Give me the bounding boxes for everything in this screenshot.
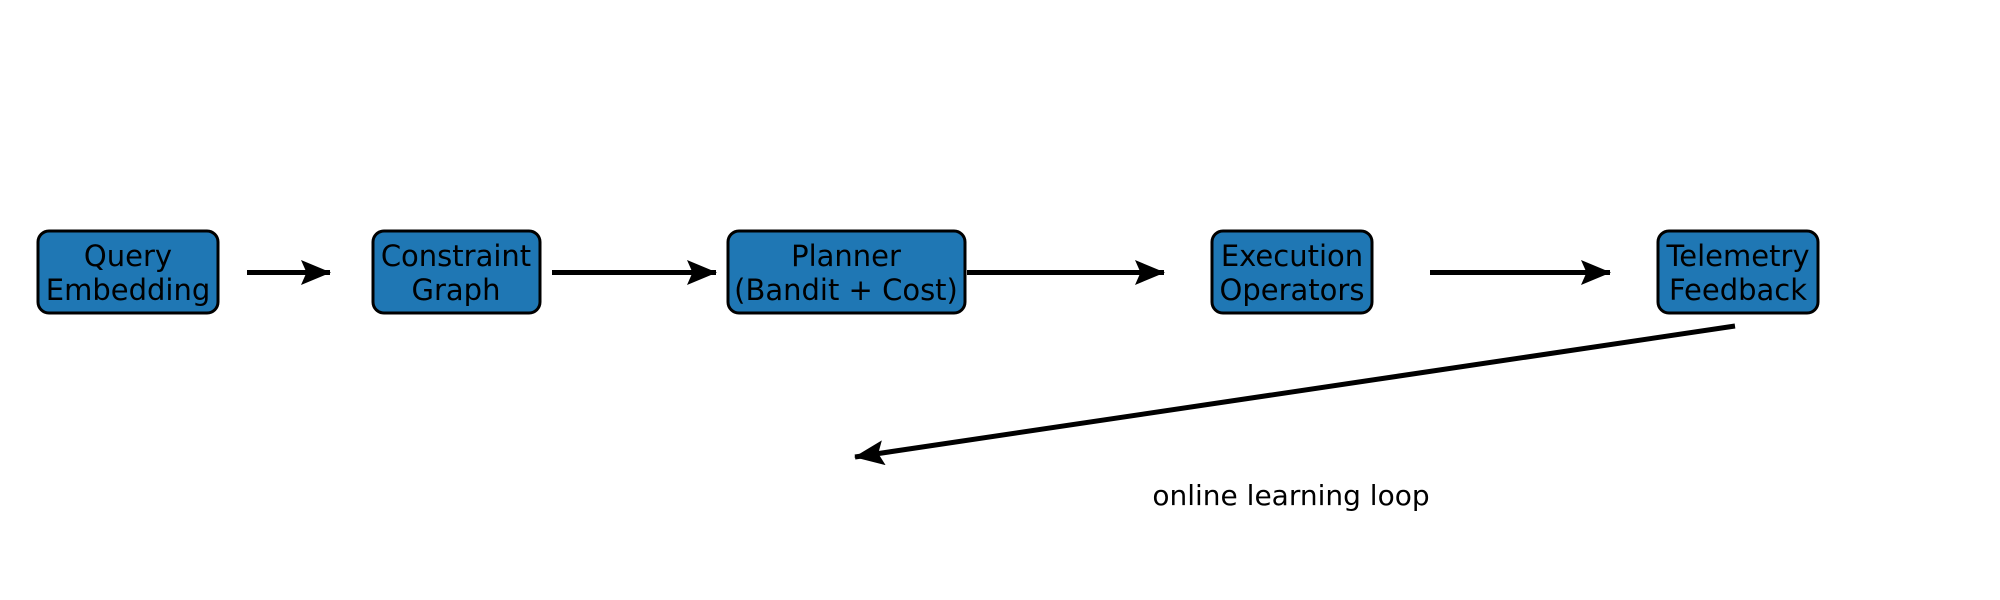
node-label-line1: Constraint — [381, 239, 531, 273]
node-box — [371, 229, 542, 315]
node-label-line1: Query — [84, 239, 172, 273]
node-planner: Planner (Bandit + Cost) — [726, 229, 967, 315]
node-label-line2: (Bandit + Cost) — [734, 273, 958, 307]
node-box — [1656, 229, 1820, 315]
node-label-line2: Operators — [1220, 273, 1365, 307]
node-label-line1: Execution — [1221, 239, 1363, 273]
node-query-embedding: Query Embedding — [36, 229, 220, 315]
node-telemetry-feedback: Telemetry Feedback — [1656, 229, 1820, 315]
node-box — [1210, 229, 1374, 315]
node-label-line2: Embedding — [46, 273, 210, 307]
node-label-line2: Feedback — [1669, 273, 1807, 307]
node-label-line2: Graph — [412, 273, 501, 307]
node-execution-operators: Execution Operators — [1210, 229, 1374, 315]
feedback-loop-label: online learning loop — [1152, 479, 1429, 512]
node-box — [726, 229, 967, 315]
node-label-line1: Telemetry — [1665, 239, 1809, 273]
node-constraint-graph: Constraint Graph — [371, 229, 542, 315]
feedback-arrow — [854, 323, 1736, 466]
node-label-line1: Planner — [791, 239, 901, 273]
node-box — [36, 229, 220, 315]
